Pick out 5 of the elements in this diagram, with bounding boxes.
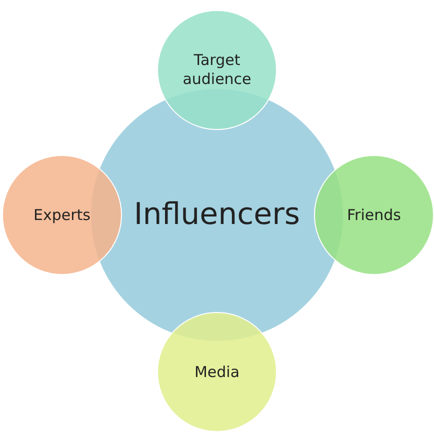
circle-label: Friends: [347, 206, 401, 224]
circle-label: Experts: [34, 206, 90, 224]
circle-label: Media: [194, 362, 240, 382]
circle-label: Target audience: [182, 51, 252, 89]
circle-label: Influencers: [134, 196, 300, 234]
